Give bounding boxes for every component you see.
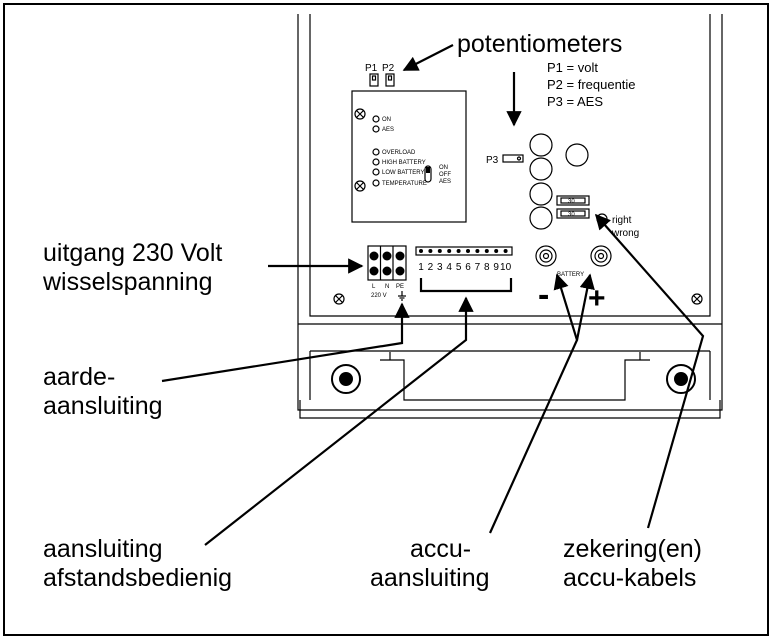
battery-connection-label-line1: accu-	[410, 535, 471, 563]
fuse-indicator-wrong: wrong	[611, 228, 639, 239]
battery-arrow-plus	[575, 273, 595, 341]
terminal-number: 10	[500, 262, 512, 273]
earth-icon	[398, 291, 406, 301]
fuse-arrow	[594, 213, 705, 529]
ac-output-terminal: L N PE 220 V	[367, 245, 407, 301]
outer-frame	[3, 3, 769, 636]
led-indicator	[372, 158, 380, 166]
terminal-label-n: N	[385, 284, 389, 290]
potentiometer-p1: P1	[365, 63, 379, 87]
terminal-number: 7	[475, 262, 481, 273]
panel-screw-icon	[354, 108, 366, 120]
earth-arrow	[161, 302, 410, 383]
led-indicator	[372, 115, 380, 123]
terminal-number: 5	[456, 262, 462, 273]
battery-minus-sign: -	[538, 276, 549, 314]
terminal-pin	[447, 249, 452, 253]
terminal-label-l: L	[372, 284, 376, 290]
terminal-pin	[503, 249, 508, 253]
svg-text:30: 30	[568, 199, 575, 205]
screw-icon	[691, 293, 703, 305]
led-label-high-battery: HIGH BATTERY	[382, 160, 426, 166]
terminal-pin	[456, 249, 461, 253]
switch-label-on: ON	[439, 165, 448, 171]
panel-screw-icon	[354, 180, 366, 192]
led-label-on: ON	[382, 117, 391, 123]
svg-text:30: 30	[568, 212, 575, 218]
led-indicator	[372, 179, 380, 187]
terminal-number: 4	[446, 262, 452, 273]
led-label-temperature: TEMPERATURE	[382, 181, 427, 187]
terminal-pin	[437, 249, 442, 253]
led-label-overload: OVERLOAD	[382, 150, 416, 156]
battery-connection-label-line2: aansluiting	[370, 564, 490, 592]
battery-plus-sign: +	[588, 282, 606, 315]
output-label-line1: uitgang 230 Volt	[43, 239, 222, 267]
device-housing	[297, 14, 723, 419]
terminal-number: 3	[437, 262, 443, 273]
terminal-number: 2	[428, 262, 434, 273]
remote-label-line2: afstandsbedienig	[43, 564, 232, 592]
p3-legend: P3 = AES	[547, 94, 603, 109]
output-label-line2: wisselspanning	[42, 268, 213, 296]
fuse-label-line2: accu-kabels	[563, 564, 696, 592]
potentiometer-p2: P2	[382, 63, 395, 87]
potentiometer-p3: P3	[486, 154, 524, 166]
terminal-pin	[428, 249, 433, 253]
terminal-pin	[484, 249, 489, 253]
fuse-label-line1: zekering(en)	[563, 535, 702, 563]
svg-text:P1: P1	[365, 63, 378, 74]
battery-arrow-minus	[488, 273, 579, 534]
p1-legend: P1 = volt	[547, 60, 598, 75]
control-panel: ON AES OVERLOAD HIGH BATTERY LOW BATTERY…	[351, 90, 467, 223]
fuse-indicator-right: right	[612, 215, 632, 226]
capacitor-group	[529, 133, 589, 230]
switch-label-off: OFF	[439, 172, 451, 178]
terminal-pin	[466, 249, 470, 253]
led-indicator	[372, 125, 380, 133]
remote-label-line1: aansluiting	[43, 535, 163, 563]
svg-text:P3: P3	[486, 155, 499, 166]
led-label-low-battery: LOW BATTERY	[382, 170, 424, 176]
led-indicator	[372, 148, 380, 156]
led-label-aes: AES	[382, 127, 394, 133]
terminal-label-pe: PE	[396, 284, 404, 290]
terminal-number: 9	[493, 262, 499, 273]
battery-label: BATTERY	[557, 272, 584, 278]
potentiometers-label: potentiometers	[457, 30, 622, 58]
battery-terminal-negative	[535, 245, 557, 267]
earth-label-line1: aarde-	[43, 363, 115, 391]
fuse-1: 30	[556, 195, 590, 206]
terminal-number: 8	[484, 262, 490, 273]
remote-bracket	[419, 278, 513, 293]
terminal-pin	[475, 249, 480, 253]
terminal-number: 6	[465, 262, 471, 273]
svg-text:P2: P2	[382, 63, 395, 74]
earth-label-line2: aansluiting	[43, 392, 163, 420]
terminal-pin	[419, 249, 423, 253]
p2-legend: P2 = frequentie	[547, 77, 636, 92]
switch-label-aes: AES	[439, 179, 451, 185]
screw-icon	[333, 293, 345, 305]
terminal-label-voltage: 220 V	[371, 293, 387, 299]
battery-terminal-positive	[590, 245, 612, 267]
terminal-number: 1	[418, 262, 424, 273]
potentiometer-arrow	[402, 44, 454, 71]
terminal-pin	[494, 249, 499, 253]
left-foot-icon	[331, 364, 361, 394]
fuse-2: 30	[556, 208, 590, 219]
remote-arrow	[204, 296, 474, 546]
led-indicator	[372, 168, 380, 176]
